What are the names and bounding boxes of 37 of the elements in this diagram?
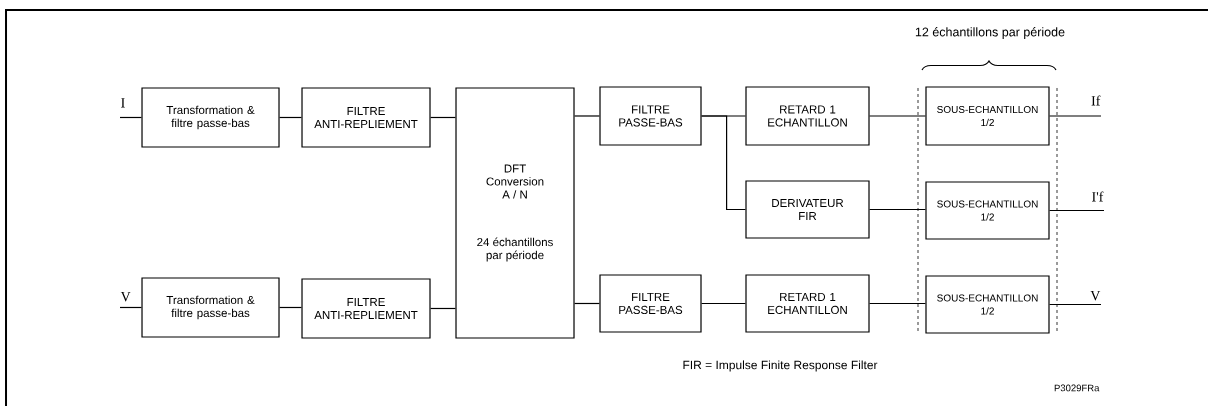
input-label: I	[121, 98, 125, 108]
connector-line	[869, 115, 926, 117]
output-label: I'f	[1092, 191, 1104, 202]
connector-line	[1049, 209, 1105, 212]
connector-line	[430, 307, 456, 310]
connector-line	[869, 302, 926, 305]
connector-line	[119, 116, 142, 119]
connector-line	[279, 116, 302, 119]
connector-line	[1049, 115, 1102, 117]
connector-line	[430, 116, 456, 119]
connector-line	[869, 208, 926, 211]
process-box: FILTRE PASSE-BAS	[599, 86, 702, 146]
connector-line	[574, 115, 600, 117]
output-label: If	[1091, 95, 1101, 106]
connector-line	[1049, 303, 1102, 306]
process-box: FILTRE ANTI-REPLIEMENT	[301, 278, 431, 339]
connector-line	[701, 115, 746, 211]
process-box: DERIVATEUR FIR	[745, 180, 870, 239]
connector-line	[279, 306, 302, 309]
process-box: FILTRE PASSE-BAS	[599, 274, 702, 333]
connector-line	[119, 306, 142, 309]
process-box: SOUS-ECHANTILLON 1/2	[925, 86, 1050, 146]
process-box: SOUS-ECHANTILLON 1/2	[925, 181, 1050, 240]
process-box: Transformation & filtre passe-bas	[141, 87, 280, 148]
converter-box: DFT Conversion A / N 24 échantillons par période	[455, 87, 575, 339]
process-box: Transformation & filtre passe-bas	[141, 277, 280, 338]
bracket-label: 12 échantillons par période	[915, 27, 1065, 39]
figure-code: P3029FRa	[1054, 384, 1100, 392]
input-label: V	[120, 292, 131, 302]
footnote: FIR = Impulse Finite Response Filter	[683, 360, 878, 372]
output-label: V	[1090, 291, 1101, 301]
process-box: RETARD 1 ECHANTILLON	[745, 274, 870, 333]
process-box: SOUS-ECHANTILLON 1/2	[925, 275, 1050, 334]
process-box: FILTRE ANTI-REPLIEMENT	[301, 87, 431, 148]
connector-line	[701, 302, 746, 305]
connector-line	[574, 302, 600, 305]
process-box: RETARD 1 ECHANTILLON	[745, 86, 870, 146]
